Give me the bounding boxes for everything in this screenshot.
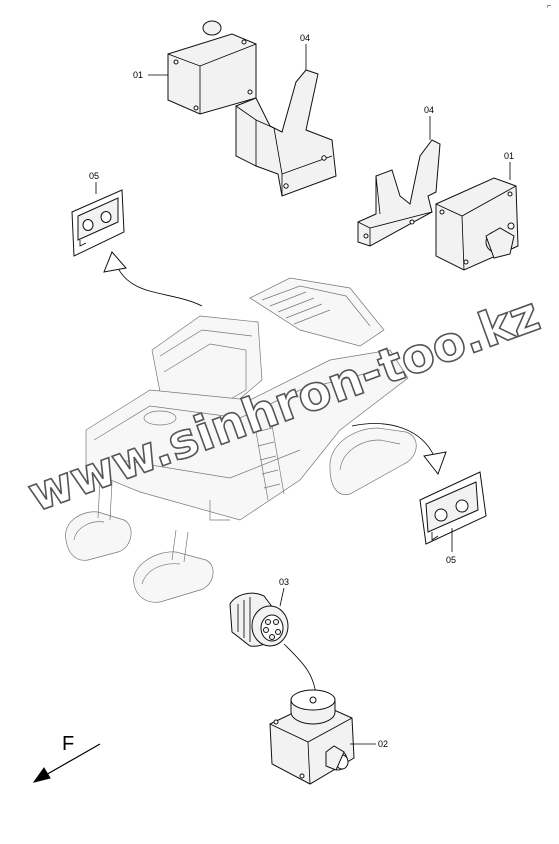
arrow-down-left-icon (32, 743, 101, 783)
curved-arrow-icon (351, 423, 447, 476)
part-02-sensor-box (269, 689, 355, 785)
callout-04-right: 04 (424, 105, 434, 115)
callout-01-top: 01 (133, 70, 143, 80)
milling-machine-illustration (65, 277, 417, 603)
callout-05-right: 05 (446, 555, 456, 565)
direction-label: F (62, 733, 74, 755)
callout-05-left: 05 (89, 171, 99, 181)
curved-arrow-icon (103, 251, 203, 307)
part-01-top-switch-box (167, 20, 257, 115)
corner-mark: ⌐ (547, 3, 551, 10)
part-04-right-bracket (357, 139, 441, 247)
callout-01-right: 01 (504, 151, 514, 161)
part-05-right-label-plate (419, 471, 487, 545)
callout-04-top: 04 (300, 33, 310, 43)
part-05-left-label-plate (71, 189, 125, 257)
cable-line (283, 643, 317, 697)
callout-02: 02 (378, 739, 388, 749)
callout-03: 03 (279, 577, 289, 587)
part-03-connector-plug (229, 592, 289, 647)
leader-03 (279, 587, 285, 607)
part-04-top-bracket (235, 69, 337, 197)
part-01-right-switch-box (435, 177, 519, 271)
